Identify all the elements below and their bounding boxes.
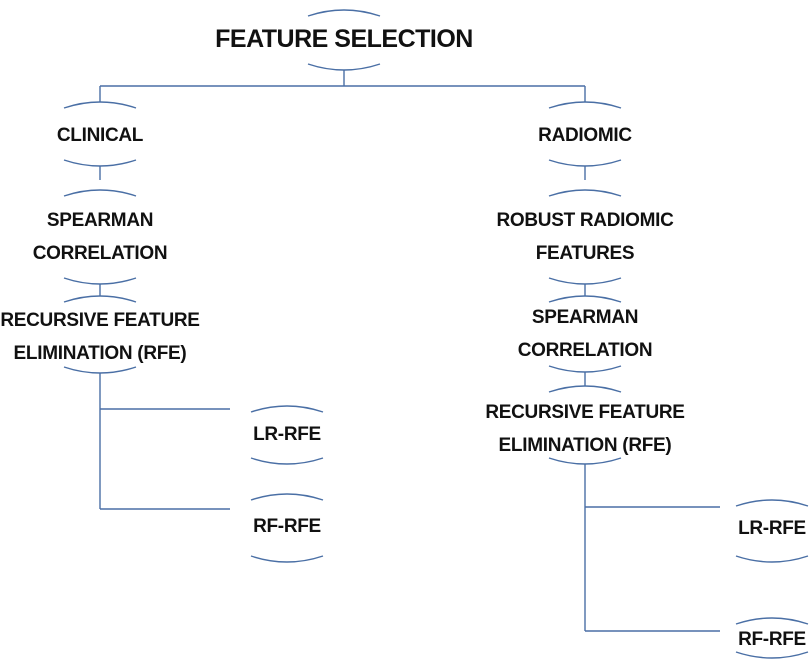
radiomic-rfe-node: RECURSIVE FEATURE ELIMINATION (RFE) [479, 396, 691, 462]
radiomic-node: RADIOMIC [538, 125, 632, 146]
radiomic-leaf1-bracket-top [735, 499, 809, 507]
clinical-leaf1-bracket-bottom [250, 457, 324, 465]
clinical-rfe-node: RECURSIVE FEATURE ELIMINATION (RFE) [0, 304, 206, 370]
radiomic-robust-line2: FEATURES [535, 243, 635, 264]
clinical-leaf2-bracket-bottom [250, 555, 324, 563]
clinical-step2-bracket-top [63, 295, 137, 303]
clinical-bracket-top [63, 101, 137, 109]
clinical-rfe-line1: RECURSIVE FEATURE [0, 310, 200, 331]
radiomic-step3-bracket-top [548, 385, 622, 393]
radiomic-bracket-bottom [548, 159, 622, 167]
radiomic-leaf1-bracket-bottom [735, 555, 809, 563]
radiomic-bracket-top [548, 101, 622, 109]
clinical-leaf2-bracket-top [250, 493, 324, 501]
radiomic-step2-bracket-bottom [548, 365, 622, 373]
clinical-spearman-line1: SPEARMAN [46, 210, 154, 231]
radiomic-lr-rfe-node: LR-RFE [738, 518, 806, 539]
radiomic-step3-bracket-bottom [548, 457, 622, 465]
root-bracket-top [307, 9, 381, 17]
clinical-step1-bracket-bottom [63, 277, 137, 285]
clinical-node: CLINICAL [56, 125, 144, 146]
radiomic-spearman-node: SPEARMAN CORRELATION [485, 301, 685, 367]
clinical-spearman-node: SPEARMAN CORRELATION [0, 204, 200, 270]
radiomic-step2-bracket-top [548, 295, 622, 303]
radiomic-step1-bracket-top [548, 189, 622, 197]
clinical-bracket-bottom [63, 159, 137, 167]
clinical-step1-bracket-top [63, 189, 137, 197]
radiomic-leaf2-bracket-top [735, 617, 809, 625]
clinical-rf-rfe-node: RF-RFE [253, 516, 321, 537]
diagram-title: FEATURE SELECTION [215, 25, 473, 53]
radiomic-rfe-line1: RECURSIVE FEATURE [485, 402, 685, 423]
radiomic-rfe-line2: ELIMINATION (RFE) [498, 435, 672, 456]
radiomic-spearman-line1: SPEARMAN [531, 307, 639, 328]
radiomic-robust-line1: ROBUST RADIOMIC [496, 210, 674, 231]
radiomic-spearman-line2: CORRELATION [517, 340, 653, 361]
clinical-lr-rfe-node: LR-RFE [253, 424, 321, 445]
root-bracket-bottom [307, 63, 381, 71]
radiomic-leaf2-bracket-bottom [735, 651, 809, 659]
radiomic-robust-node: ROBUST RADIOMIC FEATURES [475, 204, 695, 270]
clinical-rfe-line2: ELIMINATION (RFE) [13, 343, 187, 364]
clinical-step2-bracket-bottom [63, 366, 137, 374]
clinical-leaf1-bracket-top [250, 405, 324, 413]
clinical-spearman-line2: CORRELATION [32, 243, 168, 264]
radiomic-rf-rfe-node: RF-RFE [738, 629, 806, 650]
radiomic-step1-bracket-bottom [548, 277, 622, 285]
